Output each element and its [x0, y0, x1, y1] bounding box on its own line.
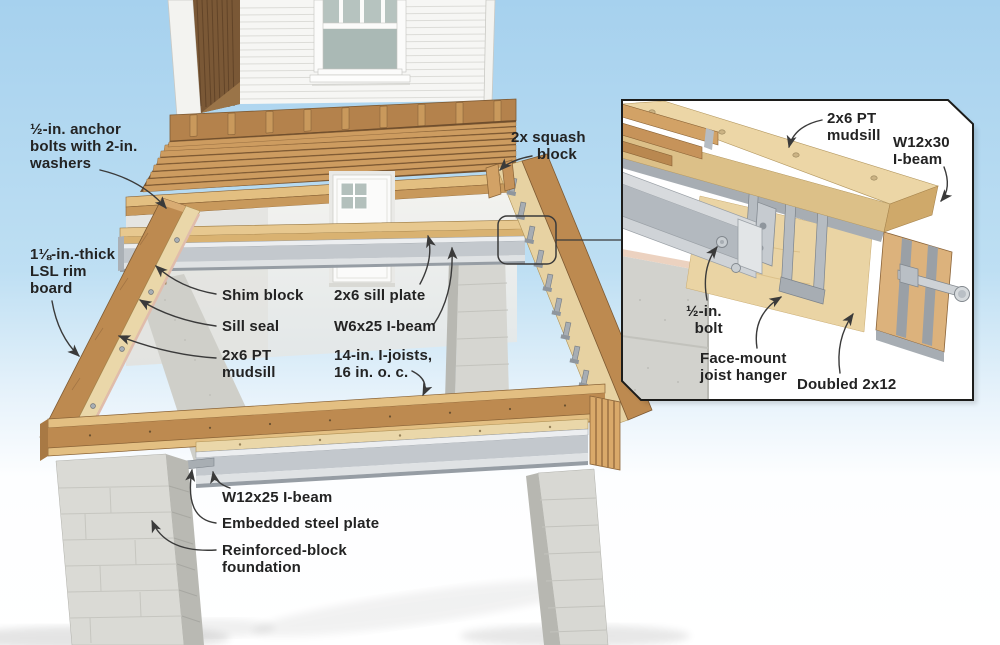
- mid-pier: [445, 251, 510, 400]
- wall-sheathing-band: [169, 98, 517, 142]
- leader-lsl-rim: [51, 300, 80, 357]
- inset-detail: [622, 100, 970, 400]
- inset-concrete-wall: [622, 256, 708, 400]
- leader-pt-mudsill: [117, 335, 217, 359]
- leader-sill-plate: [419, 234, 436, 285]
- leader-anchor-bolts: [99, 169, 167, 209]
- leader-foundation: [151, 519, 217, 551]
- leader-inset-bolt: [704, 245, 718, 301]
- label-lsl-rim-board: 1⅛-in.-thick LSL rim board: [30, 246, 116, 298]
- leader-inset-hanger: [755, 296, 783, 349]
- inset-joist-boards: [622, 103, 719, 167]
- leader-w12x25: [210, 470, 231, 489]
- label-pt-mudsill: 2x6 PT mudsill: [222, 347, 276, 382]
- label-inset-joist-hanger: Face-mount joist hanger: [700, 350, 787, 385]
- window: [309, 0, 411, 86]
- inset-through-bolt: [897, 263, 970, 302]
- leader-shim-block: [155, 265, 217, 295]
- squash-block: [485, 163, 502, 199]
- label-sill-seal: Sill seal: [222, 318, 280, 335]
- leader-inset-mudsill: [786, 119, 823, 149]
- ijoist-front-band: [48, 393, 605, 448]
- label-inset-w12x30-beam: W12x30 I-beam: [893, 134, 950, 169]
- left-pier: [55, 453, 204, 645]
- leader-sill-seal: [138, 299, 217, 327]
- anchor-bolts: [90, 237, 180, 409]
- label-foundation: Reinforced-block foundation: [222, 542, 347, 577]
- label-i-joists: 14-in. I-joists, 16 in. o. c.: [334, 347, 433, 382]
- leader-lines: [51, 119, 953, 551]
- house: [167, 0, 496, 118]
- leader-i-joists: [411, 370, 433, 397]
- w12x25-beam: [195, 418, 589, 488]
- callout-box: [497, 215, 621, 265]
- inset-2x12-end-block: [875, 231, 953, 362]
- leader-embedded-plate: [185, 468, 217, 524]
- label-sill-plate: 2x6 sill plate: [334, 287, 426, 304]
- w6x25-beam: [118, 219, 526, 272]
- sill-seal-strip: [77, 213, 201, 453]
- corner-2x12-block: [589, 395, 621, 471]
- label-inset-pt-mudsill: 2x6 PT mudsill: [827, 110, 881, 145]
- label-inset-doubled-2x12: Doubled 2x12: [797, 376, 897, 393]
- leader-inset-2x12: [838, 312, 854, 374]
- right-pier: [526, 468, 609, 645]
- label-w12x25-beam: W12x25 I-beam: [222, 489, 333, 506]
- label-embedded-plate: Embedded steel plate: [222, 515, 380, 532]
- subfloor-wedge: [201, 82, 240, 113]
- inset-panel-border: [621, 99, 974, 401]
- label-inset-half-in-bolt: ½-in. bolt: [686, 303, 723, 338]
- leader-squash-block: [499, 155, 533, 171]
- inset-sill-seal: [622, 249, 708, 272]
- inset-ibeam-left: [622, 171, 763, 279]
- label-shim-block: Shim block: [222, 287, 304, 304]
- floor-joists: [140, 120, 517, 193]
- leader-w6x25: [433, 246, 458, 325]
- leader-inset-w12x30: [940, 166, 953, 202]
- label-anchor-bolts: ½-in. anchor bolts with 2-in. washers: [30, 121, 138, 173]
- label-squash-block: 2x squash block: [511, 129, 586, 164]
- label-w6x25-beam: W6x25 I-beam: [334, 318, 436, 335]
